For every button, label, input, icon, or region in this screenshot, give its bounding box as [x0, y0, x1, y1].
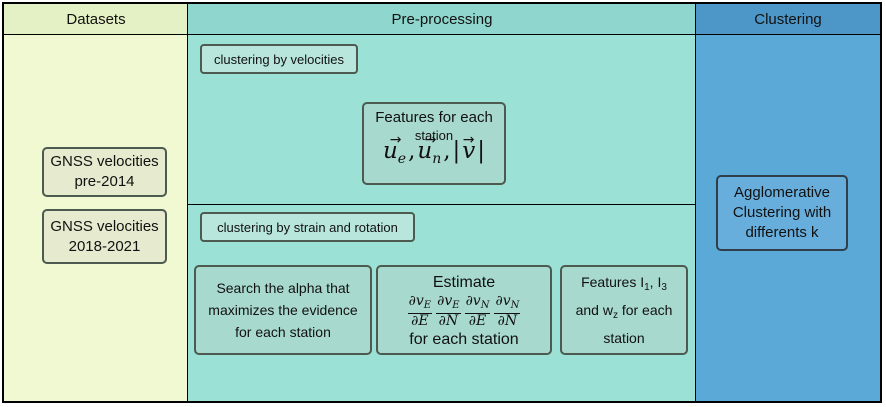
estimate-title: Estimate [432, 273, 496, 291]
search-line1: Search the alpha that [216, 280, 350, 296]
clustering-header: Clustering [754, 10, 822, 28]
clustering-header-band [696, 4, 880, 34]
clustering-line3: differents k [745, 224, 819, 241]
dataset-line2: pre-2014 [74, 173, 135, 190]
clustering-by-strain-tag: clustering by strain and rotation [200, 212, 415, 242]
search-alpha-box: Search the alpha that maximizes the evid… [194, 265, 372, 355]
divider-datasets-preprocessing [187, 4, 188, 401]
dataset-box-pre-2014: GNSS velocities pre-2014 [42, 147, 167, 197]
velocity-features-box: Features for each station →ue, →un, |→v| [362, 102, 506, 185]
dataset-line2: 2018-2021 [68, 237, 141, 255]
search-line3: for each station [235, 324, 331, 340]
clustering-by-velocities-tag: clustering by velocities [200, 44, 358, 74]
frac-dvN-dE: ∂vN∂E [464, 292, 491, 329]
estimate-footer: for each station [409, 330, 519, 348]
tag-label: clustering by strain and rotation [217, 219, 398, 235]
features-line1: Features for each [375, 109, 493, 126]
frac-dvE-dE: ∂vE∂E [407, 292, 433, 329]
preprocessing-header: Pre-processing [391, 10, 493, 28]
tag-label: clustering by velocities [213, 51, 345, 67]
datasets-header: Datasets [66, 10, 126, 28]
derivative-fractions: ∂vE∂E ∂vE∂N ∂vN∂E ∂vN∂N [406, 292, 523, 329]
datasets-header-band [4, 4, 188, 34]
header-divider [4, 34, 880, 35]
strain-features-line1: Features I1, I3 [581, 274, 667, 293]
vector-v-magnitude: →v [462, 132, 476, 164]
datasets-column [4, 4, 188, 401]
strain-features-box: Features I1, I3 and wz for each station [560, 265, 688, 355]
frac-dvN-dN: ∂vN∂N [494, 292, 521, 329]
agglomerative-clustering-box: Agglomerative Clustering with differents… [716, 175, 848, 251]
search-line2: maximizes the evidence [208, 302, 358, 318]
diagram-frame: Datasets Pre-processing Clustering GNSS … [2, 2, 882, 403]
dataset-box-2018-2021: GNSS velocities 2018-2021 [42, 209, 167, 264]
vector-u-n: →un [417, 132, 442, 167]
preprocessing-split-divider [188, 204, 696, 205]
estimate-derivatives-box: Estimate ∂vE∂E ∂vE∂N ∂vN∂E ∂vN∂N for eac… [376, 265, 552, 355]
vector-u-e: →ue [382, 132, 407, 167]
frac-dvE-dN: ∂vE∂N [436, 292, 461, 329]
features-line2: station [414, 128, 454, 143]
dataset-line1: GNSS velocities [50, 217, 159, 235]
dataset-line1: GNSS velocities [50, 153, 159, 170]
clustering-line1: Agglomerative [734, 184, 830, 201]
strain-features-line3: station [603, 330, 645, 346]
strain-features-line2: and wz for each [575, 302, 673, 321]
clustering-line2: Clustering with [732, 204, 832, 221]
velocity-features-math: →ue, →un, |→v| [382, 132, 485, 170]
preprocessing-header-band [188, 4, 696, 34]
divider-preprocessing-clustering [695, 4, 696, 401]
